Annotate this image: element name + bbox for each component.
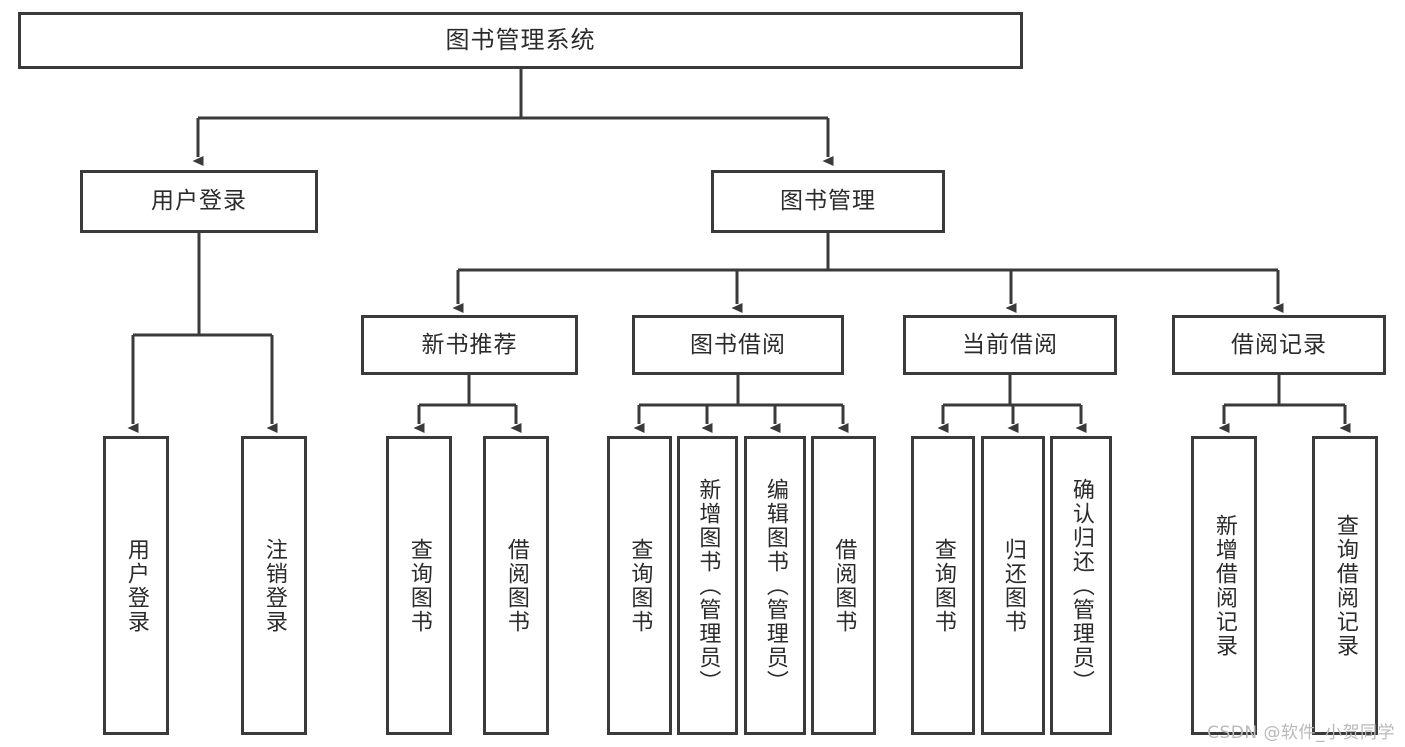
leaf-rec-borrow[interactable]: 借阅图书 [483,436,549,735]
leaf-user-logout[interactable]: 注销登录 [241,436,307,735]
leaf-rec-query[interactable]: 查询图书 [386,436,452,735]
leaf-borrow-query[interactable]: 查询图书 [607,436,672,735]
leaf-record-search-label: 查询借阅记录 [1332,513,1358,658]
node-borrow-record[interactable]: 借阅记录 [1172,315,1386,375]
leaf-cur-confirm-label: 确认归还（管理员） [1068,477,1094,694]
leaf-user-login-label: 用户登录 [123,537,149,634]
leaf-user-logout-label: 注销登录 [261,537,287,634]
node-root[interactable]: 图书管理系统 [18,12,1023,69]
node-book-borrow[interactable]: 图书借阅 [632,315,844,375]
leaf-borrow-lend-label: 借阅图书 [831,537,857,634]
node-book-manage-label: 图书管理 [780,188,876,215]
node-book-manage[interactable]: 图书管理 [711,170,945,233]
node-root-label: 图书管理系统 [445,25,596,54]
leaf-borrow-edit-label: 编辑图书（管理员） [762,477,788,694]
leaf-cur-return[interactable]: 归还图书 [981,436,1045,735]
leaf-borrow-query-label: 查询图书 [627,537,653,634]
leaf-borrow-edit[interactable]: 编辑图书（管理员） [744,436,806,735]
leaf-cur-return-label: 归还图书 [1000,537,1026,634]
watermark: CSDN @软件_小贺同学 [1207,723,1395,743]
node-new-book-rec-label: 新书推荐 [421,331,518,358]
node-book-borrow-label: 图书借阅 [690,331,786,358]
node-user-login[interactable]: 用户登录 [80,170,318,233]
leaf-record-add[interactable]: 新增借阅记录 [1191,436,1257,735]
leaf-record-add-label: 新增借阅记录 [1211,513,1237,658]
leaf-user-login[interactable]: 用户登录 [103,436,169,735]
leaf-rec-borrow-label: 借阅图书 [503,537,529,634]
leaf-cur-query-label: 查询图书 [930,537,956,634]
leaf-cur-query[interactable]: 查询图书 [911,436,975,735]
node-new-book-rec[interactable]: 新书推荐 [361,315,578,375]
node-current-borrow[interactable]: 当前借阅 [903,315,1117,375]
leaf-cur-confirm[interactable]: 确认归还（管理员） [1050,436,1112,735]
leaf-borrow-add[interactable]: 新增图书（管理员） [677,436,738,735]
node-user-login-label: 用户登录 [151,188,247,215]
leaf-record-search[interactable]: 查询借阅记录 [1312,436,1378,735]
leaf-rec-query-label: 查询图书 [406,537,432,634]
node-borrow-record-label: 借阅记录 [1231,331,1327,358]
node-current-borrow-label: 当前借阅 [962,331,1058,358]
leaf-borrow-add-label: 新增图书（管理员） [695,477,721,694]
leaf-borrow-lend[interactable]: 借阅图书 [811,436,876,735]
